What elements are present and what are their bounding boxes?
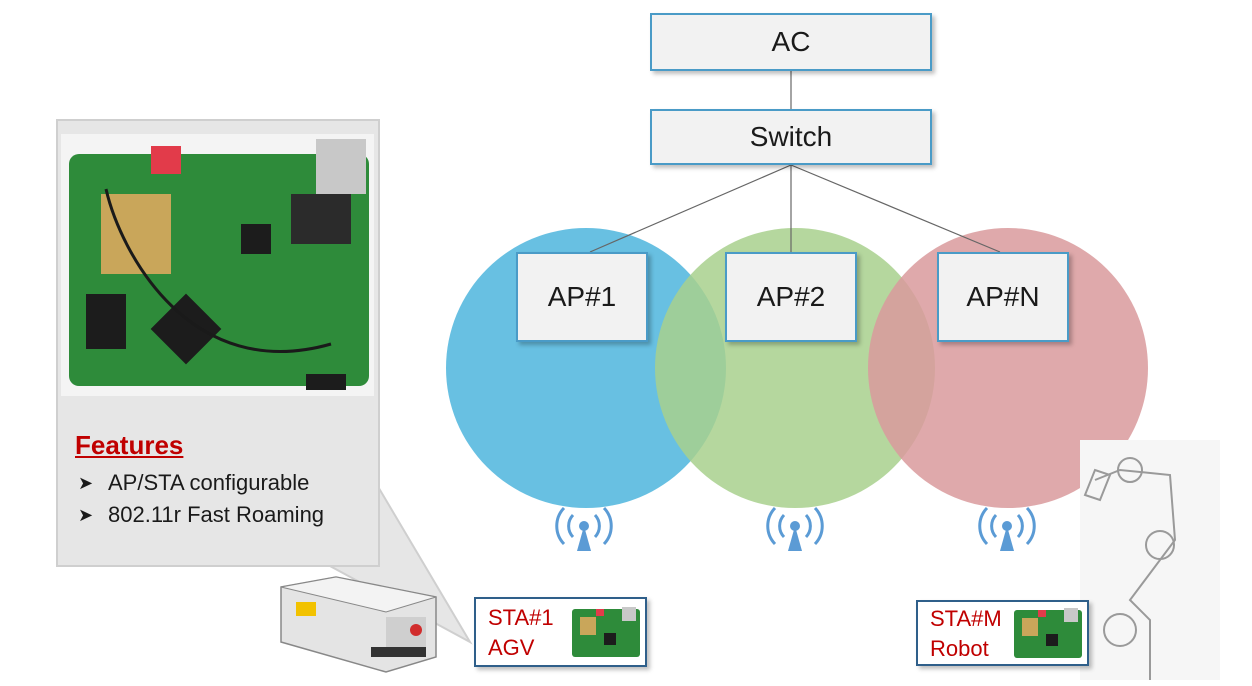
feature-item: ➤ 802.11r Fast Roaming	[78, 502, 324, 528]
arrow-bullet-icon: ➤	[78, 504, 94, 525]
feature-item: ➤ AP/STA configurable	[78, 470, 309, 496]
switch-apn-link	[790, 164, 1001, 253]
feature-item-label: AP/STA configurable	[108, 470, 310, 495]
stam-id: STA#M	[930, 606, 1002, 631]
ac-node: AC	[650, 13, 932, 71]
switch-node: Switch	[650, 109, 932, 165]
sta1-id: STA#1	[488, 605, 554, 630]
sta1-type: AGV	[488, 635, 535, 660]
wifi-module-board-photo	[61, 134, 374, 396]
apn-node: AP#N	[937, 252, 1069, 342]
ap2-node: AP#2	[725, 252, 857, 342]
stam-card: STA#M Robot	[916, 600, 1089, 666]
links	[589, 70, 1001, 253]
wifi-signal-icon	[978, 506, 1036, 551]
sta1-card: STA#1 AGV	[474, 597, 647, 667]
features-title: Features	[75, 430, 184, 460]
arrow-bullet-icon: ➤	[78, 472, 94, 493]
robot-arm-image	[1080, 440, 1220, 680]
wifi-signal-icon	[766, 506, 824, 551]
stam-type: Robot	[930, 636, 989, 661]
agv-vehicle-image	[280, 576, 437, 673]
wifi-signal-icon	[555, 506, 613, 551]
board-thumbnail-image	[572, 607, 640, 657]
ap1-node: AP#1	[516, 252, 648, 342]
board-thumbnail-image	[1014, 608, 1082, 658]
feature-item-label: 802.11r Fast Roaming	[108, 502, 325, 527]
switch-ap1-link	[589, 164, 792, 253]
